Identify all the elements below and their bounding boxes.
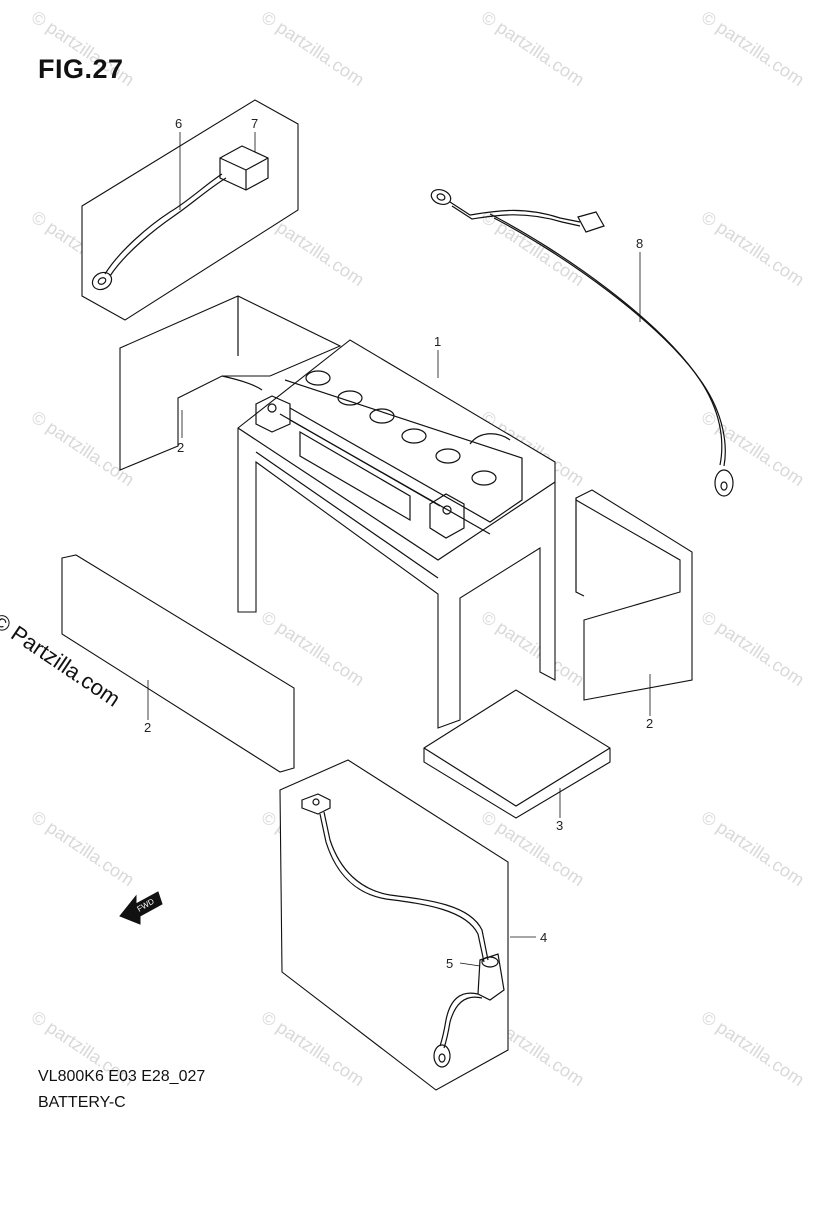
callout-2-left: 2 xyxy=(144,720,151,735)
svg-text:© partzilla.com: © partzilla.com xyxy=(698,1007,808,1090)
battery-pad-top[interactable] xyxy=(119,295,342,471)
battery-bottom-pad[interactable] xyxy=(423,689,611,819)
callout-6: 6 xyxy=(175,116,182,131)
terminal-cap-icon xyxy=(477,953,505,1001)
callout-2-top: 2 xyxy=(177,440,184,455)
callout-7: 7 xyxy=(251,116,258,131)
callout-2-right: 2 xyxy=(646,716,653,731)
svg-text:© partzilla.com: © partzilla.com xyxy=(698,7,808,90)
callout-5: 5 xyxy=(446,956,453,971)
callout-3: 3 xyxy=(556,818,563,833)
positive-terminal-icon xyxy=(255,395,291,433)
svg-text:© partzilla.com: © partzilla.com xyxy=(478,7,588,90)
battery-lead-wire-panel[interactable] xyxy=(279,759,509,1091)
lead-wire-set-panel[interactable] xyxy=(81,99,299,321)
svg-text:© partzilla.com: © partzilla.com xyxy=(698,407,808,490)
leader-lines xyxy=(147,132,651,967)
svg-text:© partzilla.com: © partzilla.com xyxy=(478,207,588,290)
svg-text:© partzilla.com: © partzilla.com xyxy=(28,807,138,890)
battery-body[interactable] xyxy=(237,339,556,729)
terminal-cap-icon xyxy=(219,145,269,191)
callout-1: 1 xyxy=(434,334,441,349)
svg-text:© partzilla.com: © partzilla.com xyxy=(698,607,808,690)
model-code: VL800K6 E03 E28_027 xyxy=(38,1068,206,1085)
svg-text:© partzilla.com: © partzilla.com xyxy=(258,7,368,90)
negative-terminal-icon xyxy=(429,493,465,539)
figure-title: FIG.27 xyxy=(38,54,124,84)
lead-wire[interactable] xyxy=(429,187,734,497)
svg-text:© partzilla.com: © partzilla.com xyxy=(698,207,808,290)
callout-8: 8 xyxy=(636,236,643,251)
forward-arrow-icon: FWD xyxy=(119,891,163,925)
callout-labels: 6 7 1 8 2 2 2 3 4 5 xyxy=(144,116,653,971)
svg-text:© partzilla.com: © partzilla.com xyxy=(478,607,588,690)
section-name: BATTERY-C xyxy=(38,1094,126,1111)
callout-4: 4 xyxy=(540,930,547,945)
battery-pad-left[interactable] xyxy=(61,554,295,773)
svg-text:© partzilla.com: © partzilla.com xyxy=(698,807,808,890)
battery-pad-right[interactable] xyxy=(575,489,693,701)
